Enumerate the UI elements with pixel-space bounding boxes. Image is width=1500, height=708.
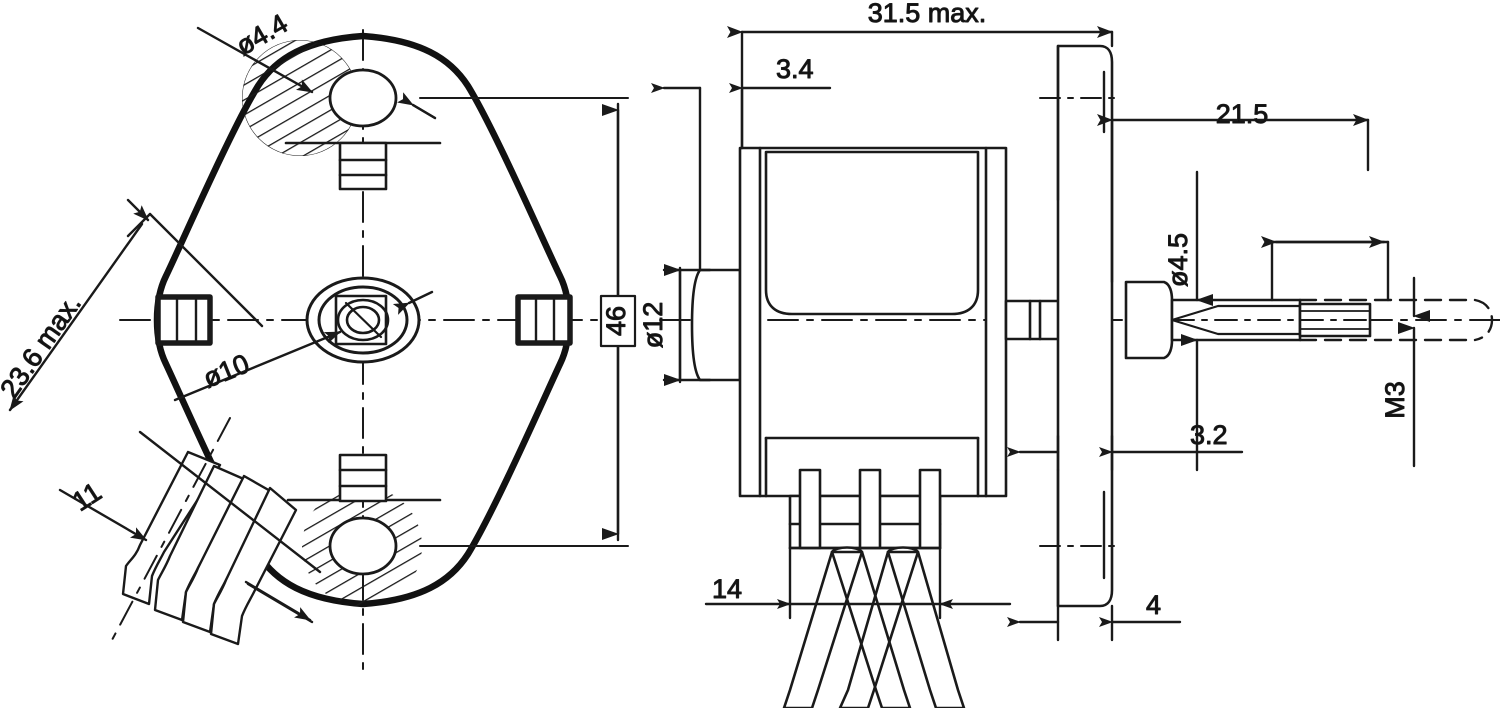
terminal-pin-2: [858, 468, 882, 550]
rear-shaft-stub: [1004, 299, 1062, 341]
bottom-stud: [338, 453, 388, 503]
terminal-block: [788, 468, 942, 550]
dim-4-group: [1007, 604, 1182, 642]
front-view-wire-centerlines: [111, 417, 231, 641]
dim-21-5-group: [1097, 114, 1370, 284]
shaft-hub: [1124, 280, 1174, 360]
label-m3: M3: [1380, 381, 1410, 419]
mounting-flange-plate: [1039, 44, 1121, 608]
mounting-hole-bottom: [328, 516, 398, 576]
left-side-boss: [155, 294, 213, 346]
label-21-5: 21.5: [1216, 99, 1269, 129]
dim-leader-dia44: [196, 26, 437, 120]
label-46: 46: [601, 306, 631, 336]
terminal-pin-3: [918, 468, 942, 550]
front-view-wire-bundle: [121, 450, 298, 646]
label-31-5-max: 31.5 max.: [868, 0, 987, 28]
label-3-2: 3.2: [1190, 420, 1228, 450]
label-dia-12: ø12: [638, 302, 668, 349]
motor-body: [738, 146, 1008, 498]
side-view: 31.5 max. 3.4 ø12 21.5 ø4.5: [638, 0, 1500, 708]
side-view-lead-wires: [782, 546, 966, 708]
output-shaft: [1170, 298, 1381, 342]
body-rear-wall: [738, 146, 762, 498]
bottom-mounting-boss: [286, 453, 629, 606]
dim-46-box: 46: [599, 294, 637, 348]
label-dia-4-5: ø4.5: [1163, 233, 1193, 287]
top-mounting-boss: [242, 40, 629, 191]
terminal-pin-1: [798, 468, 822, 550]
rear-cap: [690, 268, 742, 382]
dim-23-6-group: [8, 198, 264, 412]
label-4: 4: [1146, 590, 1161, 620]
label-14: 14: [712, 574, 742, 604]
dim-3-2-group: [1007, 434, 1244, 472]
label-3-4: 3.4: [776, 54, 814, 84]
central-hub: [305, 276, 421, 364]
body-front-wall: [984, 146, 1008, 498]
mounting-hole-top: [328, 68, 398, 128]
hub-shaft: [345, 305, 381, 335]
hub-bore: [336, 298, 390, 342]
body-inner-chamber: [764, 150, 980, 316]
dim-dia-12-group: [662, 264, 712, 386]
dim-3-4-group: [651, 83, 832, 272]
dim-leader-dia10: [173, 290, 434, 402]
dim-m3-group: [1261, 236, 1430, 468]
top-stud: [338, 141, 388, 191]
right-side-boss: [515, 294, 573, 346]
dim-14-group: [704, 546, 1012, 620]
dim-11-group: [58, 430, 322, 624]
